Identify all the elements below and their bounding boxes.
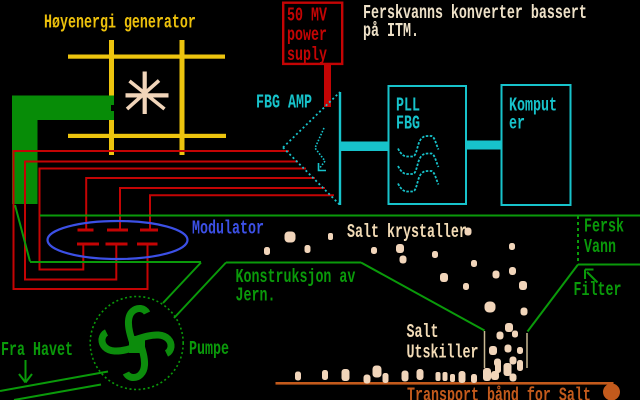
svg-text:Pumpe: Pumpe <box>189 339 229 361</box>
svg-text:Salt: Salt <box>407 322 439 344</box>
svg-text:Transport bånd for Salt: Transport bånd for Salt <box>407 385 591 400</box>
svg-text:Salt krystaller: Salt krystaller <box>347 222 467 244</box>
svg-text:FBG AMP: FBG AMP <box>256 92 312 114</box>
svg-text:Fersk: Fersk <box>584 216 624 238</box>
svg-text:er: er <box>509 114 525 136</box>
svg-text:PLL: PLL <box>396 95 420 117</box>
svg-text:FBG: FBG <box>396 114 420 136</box>
svg-text:Filter: Filter <box>574 280 622 302</box>
svg-text:Komput: Komput <box>509 95 557 117</box>
svg-text:Ferskvanns konverter bassert: Ferskvanns konverter bassert <box>363 3 587 25</box>
svg-text:Konstruksjon av: Konstruksjon av <box>236 267 356 289</box>
svg-text:50 MV: 50 MV <box>287 5 327 27</box>
svg-text:Høyenergi generator: Høyenergi generator <box>44 12 196 34</box>
svg-text:Fra Havet: Fra Havet <box>1 340 73 362</box>
svg-text:power: power <box>287 25 327 47</box>
svg-text:på ITM.: på ITM. <box>363 21 419 43</box>
svg-text:Utskiller: Utskiller <box>407 342 479 364</box>
svg-text:Vann: Vann <box>584 237 616 259</box>
svg-text:suply: suply <box>287 45 327 67</box>
svg-text:Jern.: Jern. <box>236 285 276 307</box>
svg-text:Modulator: Modulator <box>192 219 264 241</box>
